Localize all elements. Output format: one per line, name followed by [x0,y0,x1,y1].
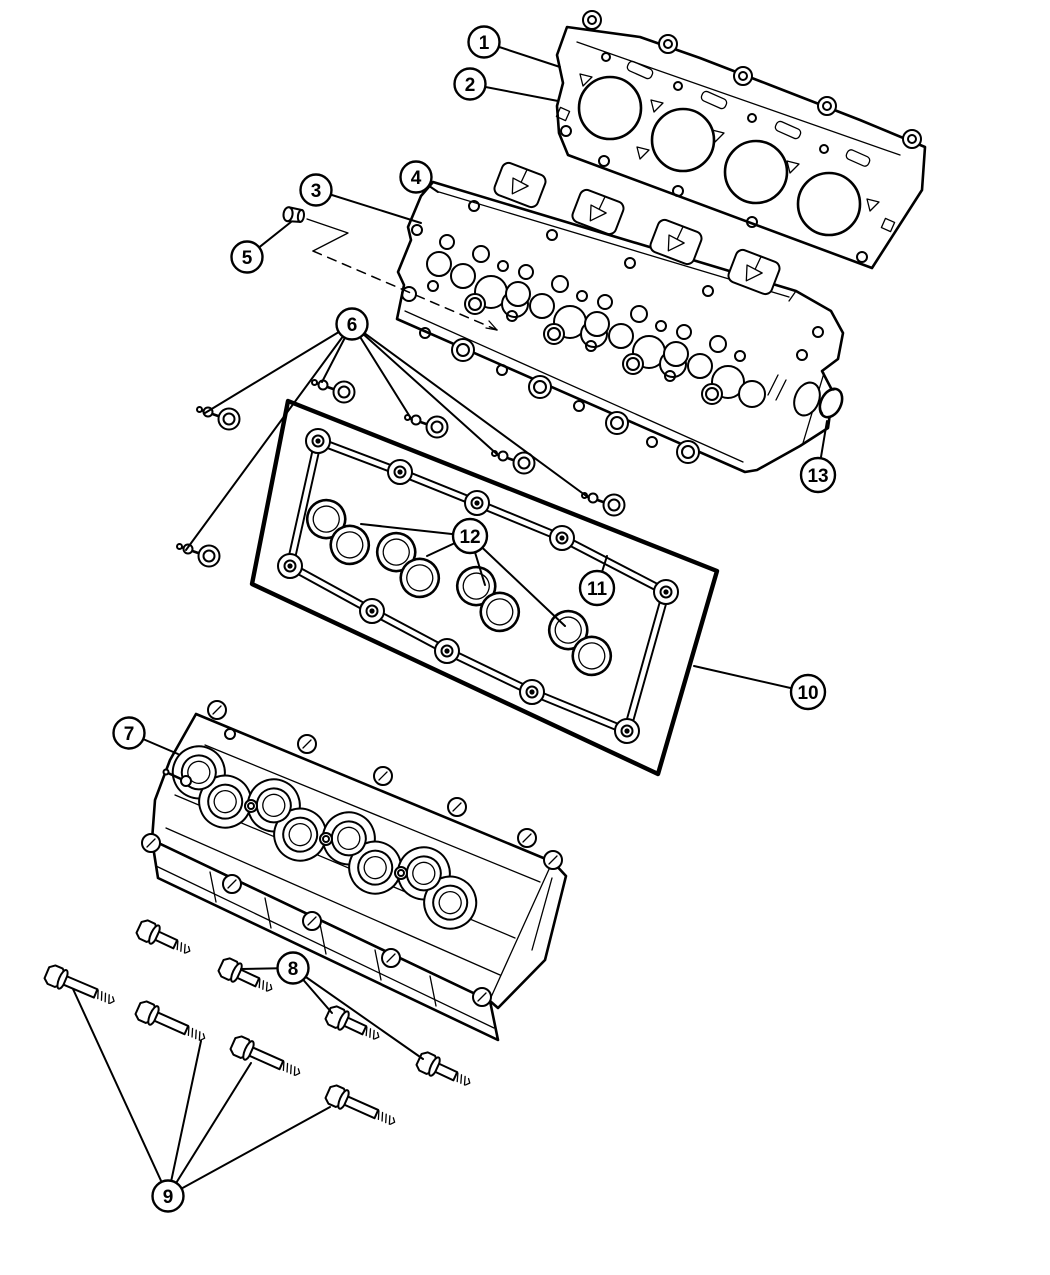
svg-text:8: 8 [288,959,299,980]
svg-text:4: 4 [411,168,422,189]
svg-text:9: 9 [163,1187,174,1208]
svg-text:10: 10 [797,683,818,704]
cylinder-head-drawing [395,159,845,474]
callout-7: 7 [112,716,146,750]
callout-8: 8 [276,951,310,985]
callout-1: 1 [467,25,501,59]
callout-2: 2 [453,67,487,101]
svg-text:12: 12 [459,527,480,548]
svg-text:1: 1 [479,33,490,54]
head-gasket-drawing [555,10,927,270]
svg-text:2: 2 [465,75,476,96]
svg-text:11: 11 [587,579,608,600]
callout-10: 10 [789,673,827,711]
gasket-panel-drawing [249,398,720,777]
callout-12: 12 [451,517,489,555]
callouts: 1 2 3 4 5 6 7 8 9 10 11 12 13 [112,25,837,1213]
callout-4: 4 [399,160,433,194]
callout-13: 13 [799,456,837,494]
callout-11: 11 [578,569,616,607]
cup-plug-drawing [818,387,844,419]
leader-lines [72,41,828,1197]
valve-cover-gasket-drawing [277,428,679,744]
callout-6: 6 [335,307,369,341]
head-deck-bores [426,234,766,408]
svg-text:3: 3 [311,181,322,202]
svg-text:13: 13 [807,466,828,487]
valve-cover-drawing [141,700,568,1042]
svg-text:7: 7 [124,724,135,745]
sealer-plug-drawing [282,206,498,331]
callout-3: 3 [299,173,333,207]
svg-text:6: 6 [347,315,358,336]
callout-5: 5 [230,240,264,274]
callout-9: 9 [151,1179,185,1213]
svg-text:5: 5 [242,248,253,269]
